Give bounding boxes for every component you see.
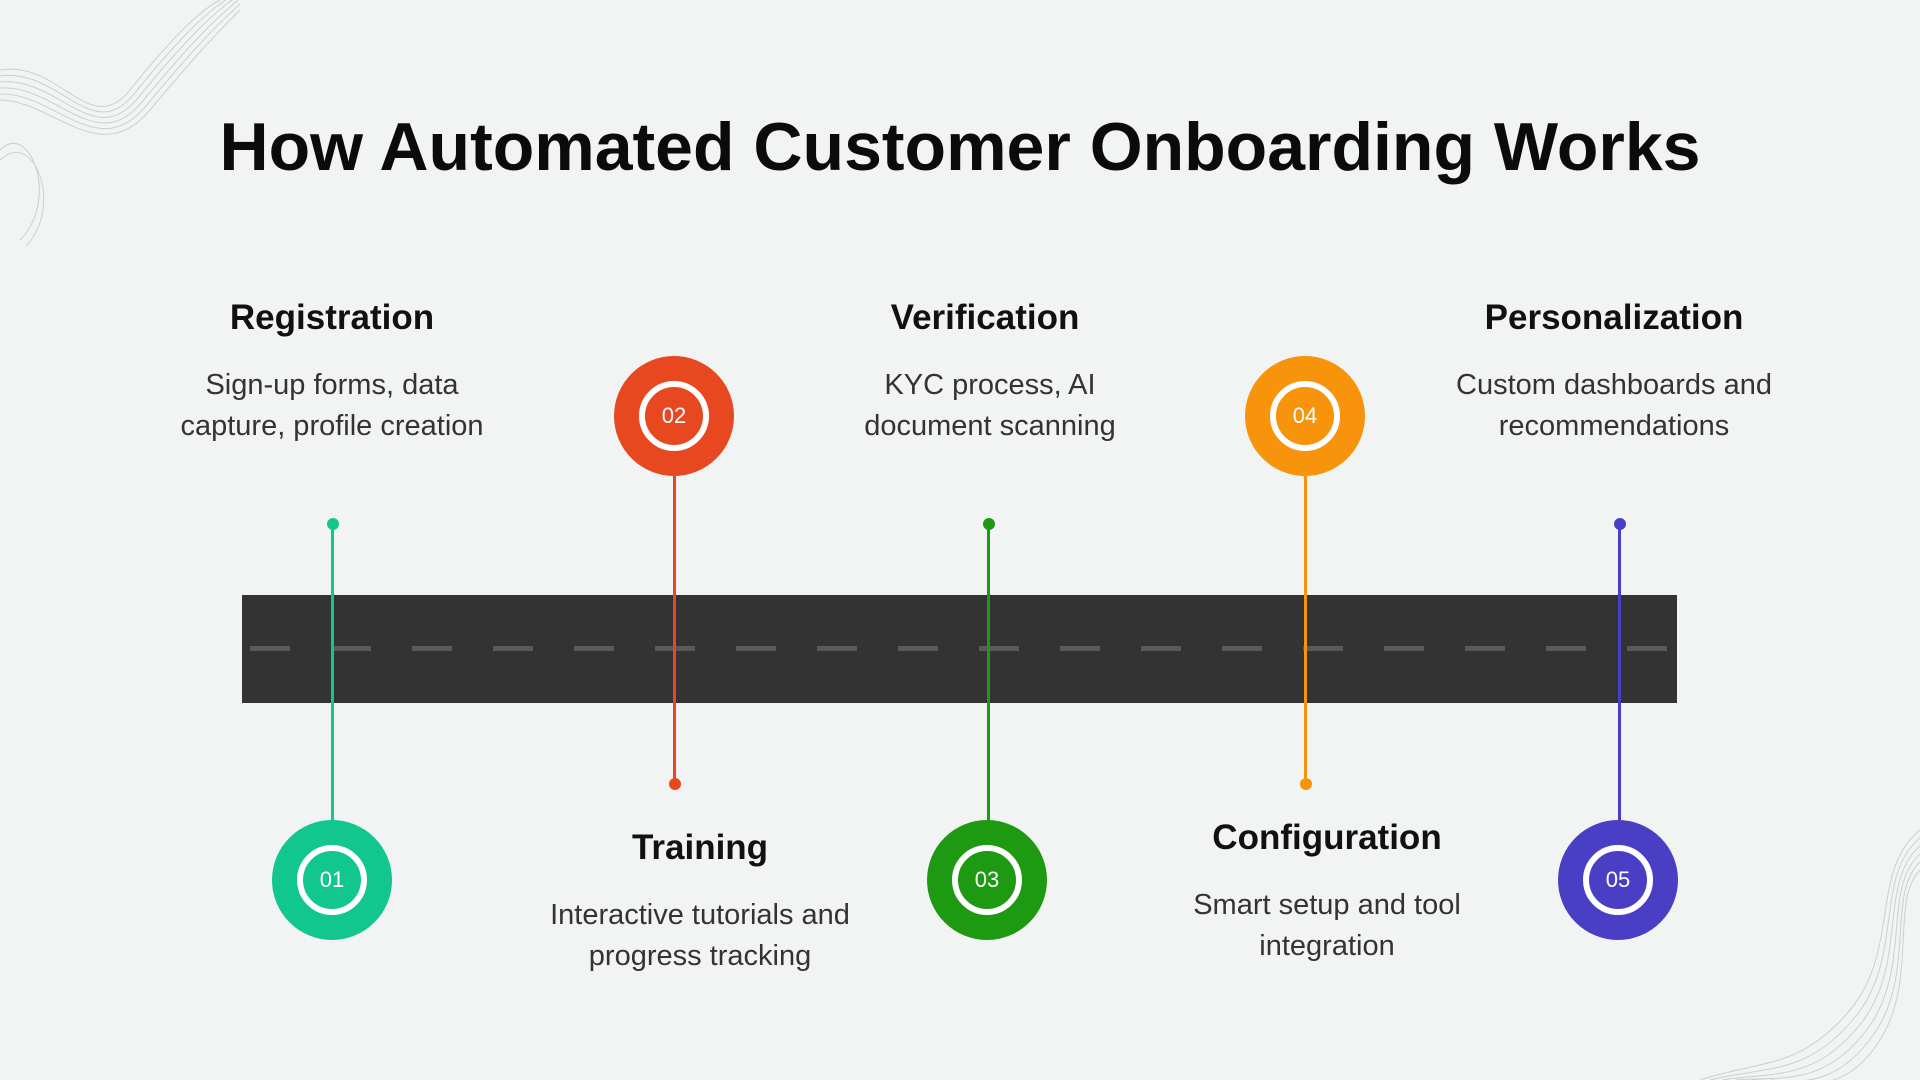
step-4-number: 04 [1292, 403, 1318, 428]
road-center-dashes [250, 646, 1669, 651]
step-3-connector [987, 524, 990, 824]
step-3-description: KYC process, AI document scanning [864, 369, 1116, 442]
step-3-pin [983, 518, 995, 530]
step-2-title: Training [631, 828, 769, 867]
step-1-badge: 01 [272, 820, 392, 940]
step-1-title: Registration [229, 298, 435, 337]
step-1-pin [327, 518, 339, 530]
step-5-pin [1614, 518, 1626, 530]
step-1-connector [331, 524, 334, 824]
timeline-road [242, 595, 1677, 703]
step-2-number: 02 [661, 403, 687, 428]
step-5-title: Personalization [1484, 298, 1744, 337]
step-5-number: 05 [1605, 867, 1631, 892]
step-5-description: Custom dashboards and recommendations [1456, 369, 1772, 442]
decorative-wave-bottom-right [1700, 830, 1920, 1080]
step-4-connector [1304, 470, 1307, 782]
step-4-description: Smart setup and tool integration [1193, 889, 1461, 962]
step-4-title: Configuration [1212, 818, 1442, 857]
step-1-description: Sign-up forms, data capture, profile cre… [180, 369, 484, 442]
step-5-connector [1618, 524, 1621, 824]
step-2-badge: 02 [614, 356, 734, 476]
step-1-number: 01 [319, 867, 345, 892]
page-title: How Automated Customer Onboarding Works [219, 109, 1701, 185]
decorative-wave-top-left [0, 0, 240, 247]
step-3-title: Verification [890, 298, 1080, 337]
step-2-pin [669, 778, 681, 790]
step-2-connector [673, 470, 676, 782]
step-3-number: 03 [974, 867, 1000, 892]
step-3-badge: 03 [927, 820, 1047, 940]
step-5-badge: 05 [1558, 820, 1678, 940]
step-2-description: Interactive tutorials and progress track… [550, 899, 850, 972]
step-4-badge: 04 [1245, 356, 1365, 476]
step-4-pin [1300, 778, 1312, 790]
